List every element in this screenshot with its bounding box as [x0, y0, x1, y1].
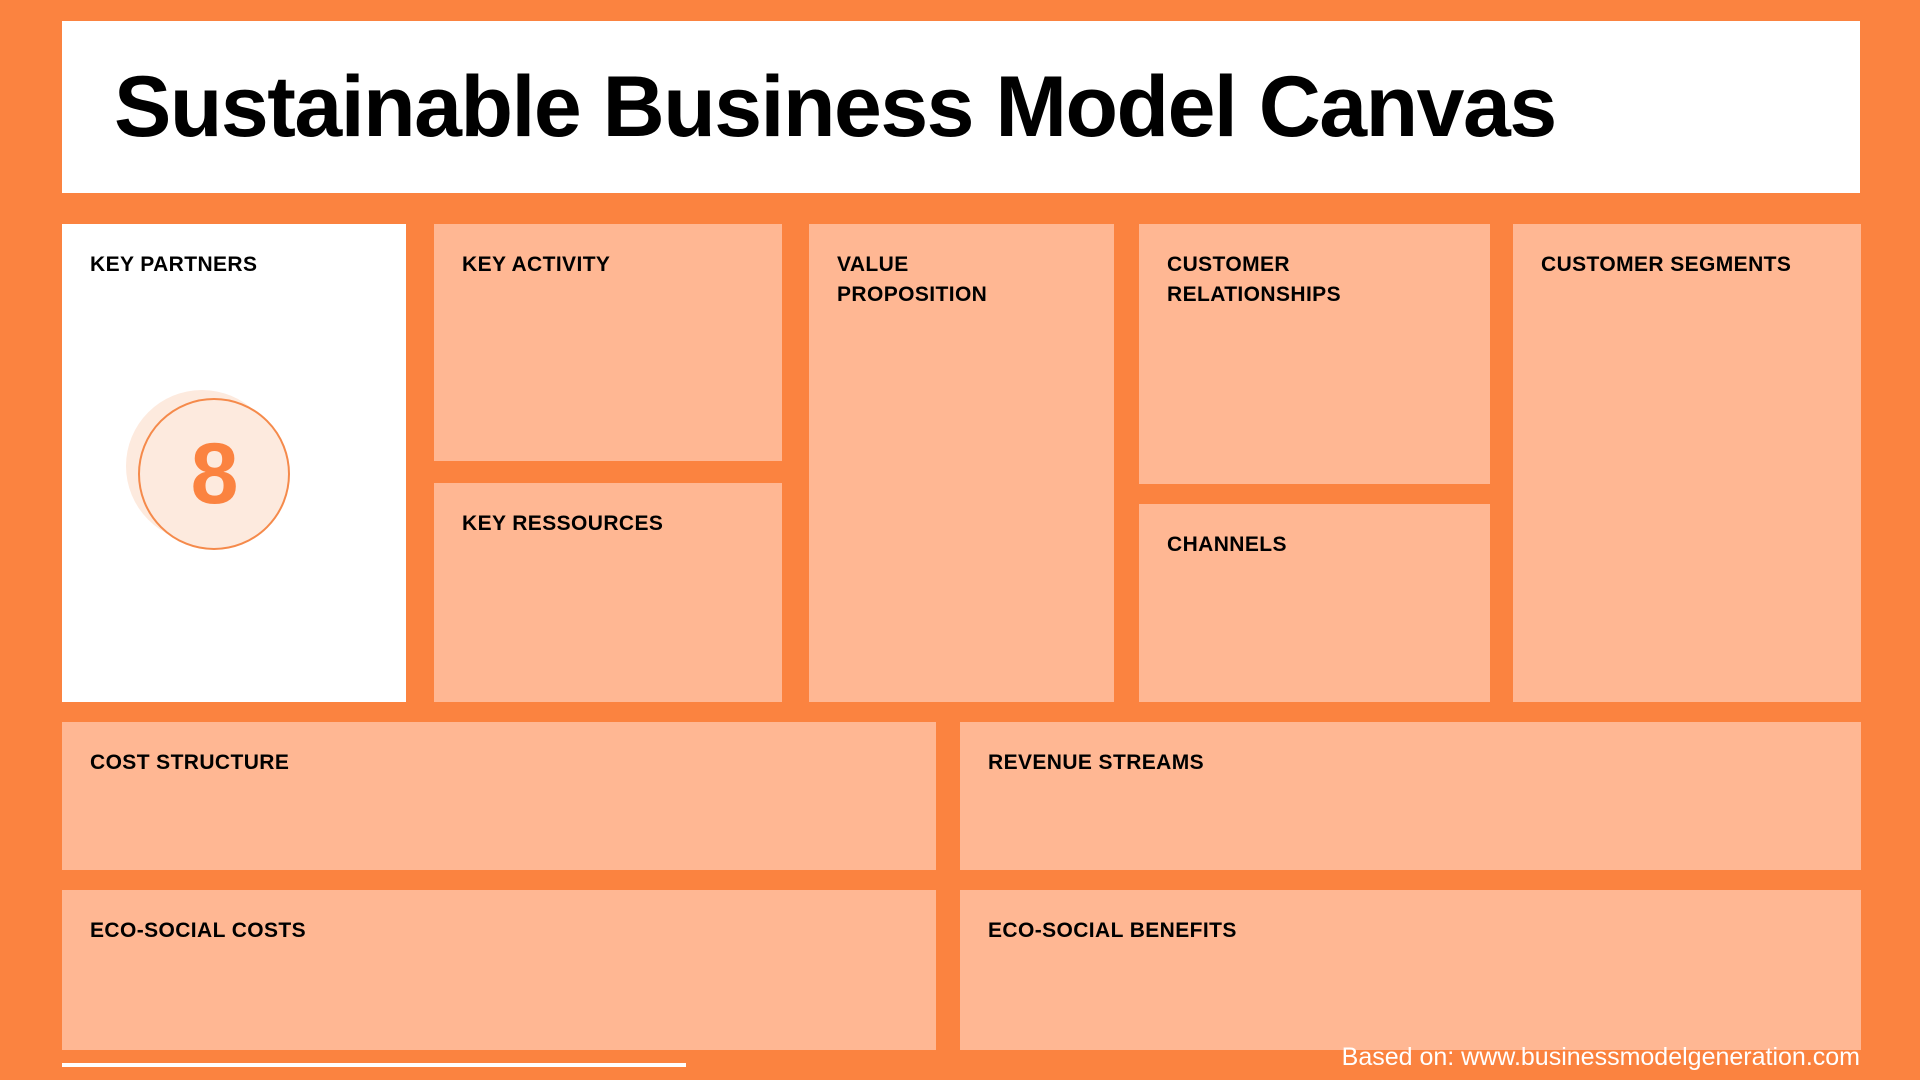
- block-title-value-proposition: VALUE PROPOSITION: [837, 253, 988, 306]
- footer-divider: [62, 1063, 686, 1067]
- block-customer-relationships[interactable]: CUSTOMER RELATIONSHIPS: [1139, 224, 1490, 484]
- footer-credit: Based on: www.businessmodelgeneration.co…: [1341, 1043, 1860, 1071]
- block-title-customer-relationships: CUSTOMER RELATIONSHIPS: [1167, 253, 1341, 306]
- block-title-eco-social-costs: ECO-SOCIAL COSTS: [90, 919, 307, 942]
- badge-number: 8: [190, 426, 239, 522]
- block-key-ressources[interactable]: KEY RESSOURCES: [434, 483, 782, 702]
- block-title-key-ressources: KEY RESSOURCES: [462, 512, 664, 535]
- partner-count-badge: 8: [126, 390, 292, 556]
- block-title-customer-segments: CUSTOMER SEGMENTS: [1541, 253, 1792, 276]
- block-title-channels: CHANNELS: [1167, 533, 1287, 556]
- page-title: Sustainable Business Model Canvas: [114, 59, 1557, 155]
- block-eco-social-benefits[interactable]: ECO-SOCIAL BENEFITS: [960, 890, 1861, 1050]
- block-title-key-activity: KEY ACTIVITY: [462, 253, 611, 276]
- block-title-revenue-streams: REVENUE STREAMS: [988, 751, 1205, 774]
- block-title-key-partners: KEY PARTNERS: [90, 253, 258, 276]
- block-value-proposition[interactable]: VALUE PROPOSITION: [809, 224, 1114, 702]
- block-key-activity[interactable]: KEY ACTIVITY: [434, 224, 782, 461]
- block-channels[interactable]: CHANNELS: [1139, 504, 1490, 702]
- badge-ring-circle: 8: [138, 398, 290, 550]
- block-title-eco-social-benefits: ECO-SOCIAL BENEFITS: [988, 919, 1237, 942]
- block-cost-structure[interactable]: COST STRUCTURE: [62, 722, 936, 870]
- block-title-cost-structure: COST STRUCTURE: [90, 751, 290, 774]
- block-eco-social-costs[interactable]: ECO-SOCIAL COSTS: [62, 890, 936, 1050]
- title-bar: Sustainable Business Model Canvas: [62, 21, 1860, 193]
- block-revenue-streams[interactable]: REVENUE STREAMS: [960, 722, 1861, 870]
- block-customer-segments[interactable]: CUSTOMER SEGMENTS: [1513, 224, 1861, 702]
